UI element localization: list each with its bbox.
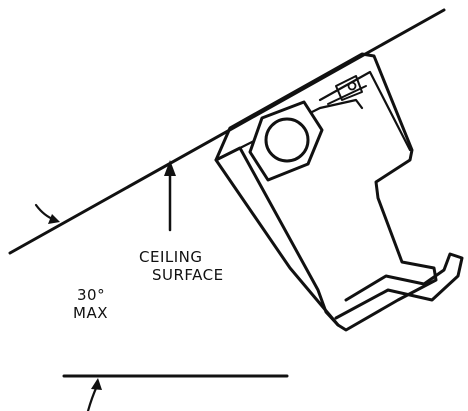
hex-nut — [248, 100, 324, 182]
ceiling-label-line2: SURFACE — [152, 266, 224, 284]
ceiling-leader-arrow — [164, 160, 176, 232]
ceiling-label-line1: CEILING — [139, 248, 203, 266]
angle-arrow-lower — [86, 378, 102, 411]
angle-label-line1: 30° — [77, 286, 105, 304]
angle-arrow-upper — [34, 203, 60, 224]
angle-label-line2: MAX — [73, 304, 108, 322]
ceiling-fixture — [214, 52, 464, 332]
